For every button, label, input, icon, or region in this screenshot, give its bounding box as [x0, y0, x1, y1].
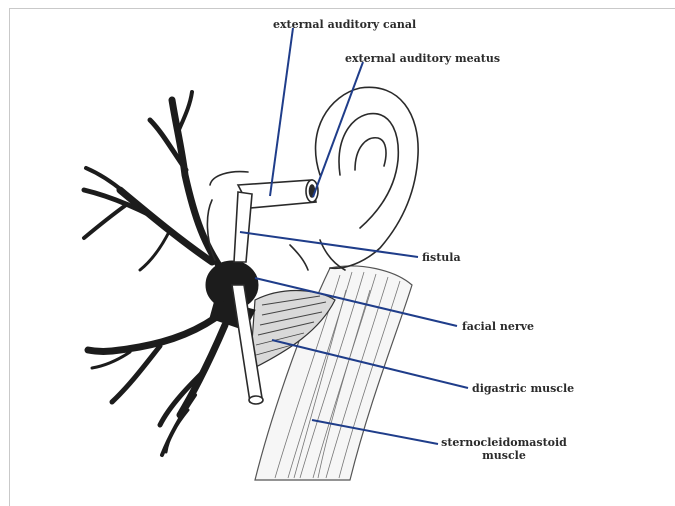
label-external-auditory-meatus: external auditory meatus — [345, 52, 500, 65]
leader-meatus — [313, 62, 363, 197]
label-facial-nerve: facial nerve — [462, 320, 534, 333]
label-digastric-muscle: digastric muscle — [472, 382, 574, 395]
label-external-auditory-canal: external auditory canal — [273, 18, 416, 31]
leader-fistula — [240, 232, 418, 257]
label-scm-line1: sternocleidomastoid — [440, 436, 568, 449]
label-fistula: fistula — [422, 251, 461, 264]
facial-nerve-branches — [84, 92, 258, 455]
leader-canal — [270, 28, 293, 196]
label-sternocleidomastoid-muscle: sternocleidomastoid muscle — [440, 436, 568, 462]
label-scm-line2: muscle — [440, 449, 568, 462]
